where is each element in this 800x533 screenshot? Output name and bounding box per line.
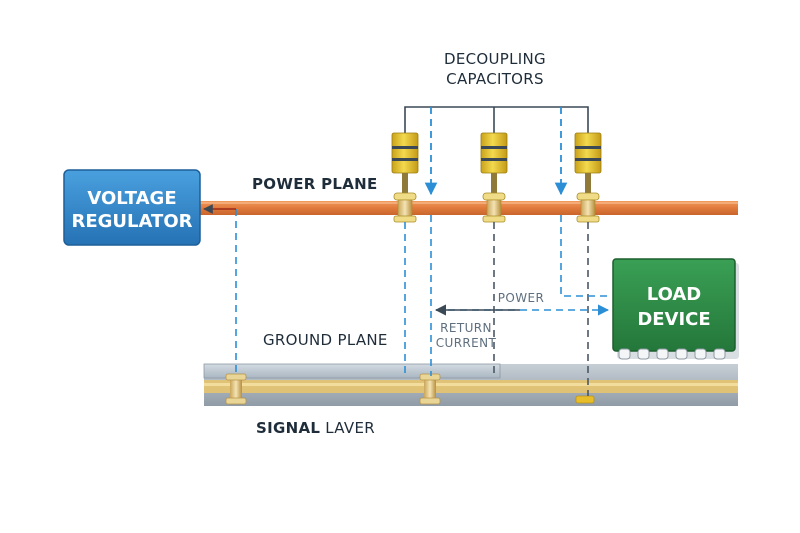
signal-label-rest: LAVER bbox=[320, 419, 375, 437]
ground-via-center bbox=[419, 373, 441, 405]
ground-plane-top-strip bbox=[203, 363, 501, 379]
decoupling-capacitor-3 bbox=[574, 132, 602, 223]
ground-plane-label: GROUND PLANE bbox=[263, 331, 388, 349]
load-device: LOAD DEVICE bbox=[612, 258, 739, 360]
current-flow-lines bbox=[203, 107, 612, 396]
ground-via-right-pad bbox=[575, 395, 595, 404]
regulator-label-line1: VOLTAGE bbox=[87, 188, 176, 209]
board-stack bbox=[203, 363, 738, 406]
decoupling-capacitor-1 bbox=[391, 132, 419, 223]
power-plane-label: POWER PLANE bbox=[252, 175, 378, 193]
load-label-line1: LOAD bbox=[647, 284, 702, 305]
return-current-label-line1: RETURN bbox=[440, 321, 492, 335]
voltage-regulator: VOLTAGE REGULATOR bbox=[63, 169, 201, 246]
decoupling-title-line1: DECOUPLING bbox=[444, 50, 546, 68]
power-plane bbox=[200, 201, 738, 215]
load-label-line2: DEVICE bbox=[637, 309, 710, 330]
return-current-label-line2: CURRENT bbox=[436, 336, 497, 350]
ground-via-left bbox=[225, 373, 247, 405]
signal-label-bold: SIGNAL bbox=[256, 419, 320, 437]
decoupling-capacitor-2 bbox=[480, 132, 508, 223]
load-device-pins bbox=[618, 348, 726, 360]
regulator-label-line2: REGULATOR bbox=[72, 211, 193, 232]
power-arrow-label: POWER bbox=[498, 291, 544, 305]
capacitor-bus-wire bbox=[404, 106, 589, 133]
signal-trace-shine bbox=[204, 383, 738, 386]
power-path-to-load bbox=[560, 215, 612, 297]
signal-trace-gold bbox=[204, 380, 738, 393]
signal-layer-label: SIGNAL LAVER bbox=[256, 419, 375, 437]
decoupling-title-line2: CAPACITORS bbox=[446, 70, 544, 88]
